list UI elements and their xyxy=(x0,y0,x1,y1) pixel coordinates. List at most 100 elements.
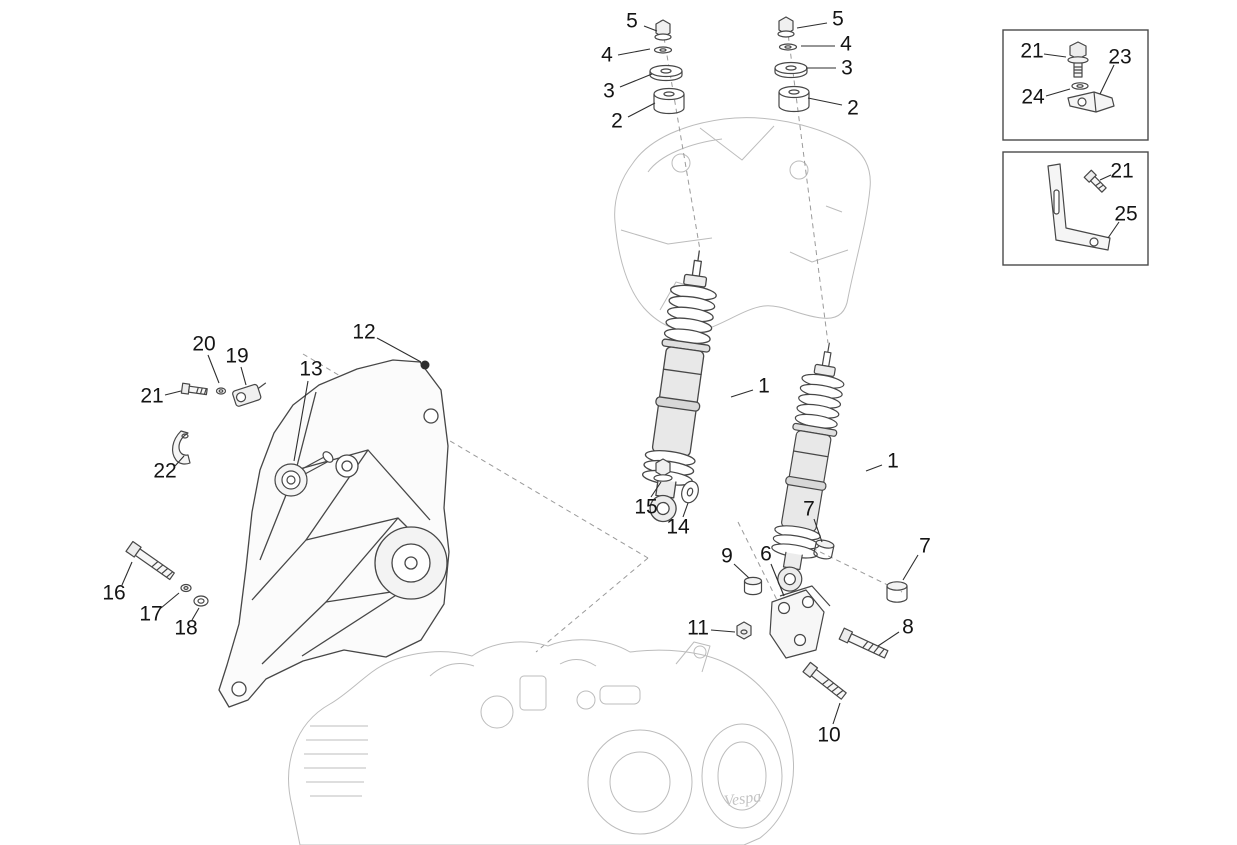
callout-21[interactable]: 21 xyxy=(140,384,164,408)
speed-sensor-icon xyxy=(232,382,267,407)
leader-line xyxy=(617,48,651,56)
callout-3[interactable]: 3 xyxy=(603,79,615,103)
callout-8[interactable]: 8 xyxy=(902,615,914,639)
leader-line xyxy=(902,554,919,581)
washer-icon xyxy=(1071,82,1089,90)
bolt-icon xyxy=(802,661,847,700)
leader-line xyxy=(865,464,883,472)
lower-link-assembly xyxy=(736,539,908,700)
callout-13[interactable]: 13 xyxy=(299,357,323,381)
link-bracket-icon xyxy=(769,585,831,659)
callout-23[interactable]: 23 xyxy=(1108,45,1132,69)
sensor-and-fasteners xyxy=(180,382,267,407)
washer-icon xyxy=(653,46,673,54)
cup-washer-icon xyxy=(649,64,683,82)
washer-icon xyxy=(681,480,699,504)
callout-21[interactable]: 21 xyxy=(1110,159,1134,183)
shock-nut-washer xyxy=(653,458,699,504)
leader-line xyxy=(643,25,658,32)
callout-17[interactable]: 17 xyxy=(139,602,163,626)
leader-line xyxy=(807,97,843,106)
callout-11[interactable]: 11 xyxy=(687,616,709,640)
callout-2[interactable]: 2 xyxy=(847,96,859,120)
callout-3[interactable]: 3 xyxy=(841,56,853,80)
callout-7[interactable]: 7 xyxy=(919,534,931,558)
bolt-icon xyxy=(838,627,889,659)
leader-line xyxy=(293,380,309,462)
callout-15[interactable]: 15 xyxy=(634,495,658,519)
leader-line xyxy=(191,607,200,621)
leader-line xyxy=(627,102,656,118)
leader-line xyxy=(813,518,823,543)
leader-line xyxy=(770,563,785,597)
pivot-bolt-and-washers xyxy=(125,540,209,607)
flanged-nut-icon xyxy=(653,458,673,482)
engine-ghost: Vespa xyxy=(288,639,795,845)
callout-4[interactable]: 4 xyxy=(601,43,613,67)
leader-line xyxy=(730,389,754,398)
cable-clamp xyxy=(171,430,191,465)
clamp-kit-box xyxy=(1002,29,1149,141)
upper-mount-hardware-right xyxy=(774,16,810,113)
clamp-plate-icon xyxy=(1067,91,1115,113)
bolt-icon xyxy=(1083,169,1107,193)
inset-bracket-kit xyxy=(1047,163,1111,251)
leader-line xyxy=(164,390,182,396)
nut-icon xyxy=(654,19,672,41)
engine-logo-text: Vespa xyxy=(723,788,762,810)
bolt-icon xyxy=(180,382,208,396)
callout-1[interactable]: 1 xyxy=(887,449,899,473)
callout-20[interactable]: 20 xyxy=(192,332,216,356)
rubber-bushing-icon xyxy=(653,87,685,115)
callout-14[interactable]: 14 xyxy=(666,515,690,539)
callout-9[interactable]: 9 xyxy=(721,544,733,568)
leader-line xyxy=(376,337,422,363)
callout-5[interactable]: 5 xyxy=(832,7,844,31)
callout-4[interactable]: 4 xyxy=(840,32,852,56)
leader-line xyxy=(650,481,662,498)
washer-icon xyxy=(215,387,227,395)
washer-icon xyxy=(778,43,798,51)
washer-icon xyxy=(193,595,209,607)
nut-icon xyxy=(736,621,752,640)
callout-12[interactable]: 12 xyxy=(352,320,376,344)
callout-1[interactable]: 1 xyxy=(758,374,770,398)
cup-washer-icon xyxy=(774,61,808,79)
leader-line xyxy=(619,73,653,88)
inset-clamp-kit xyxy=(1067,41,1115,113)
leader-line xyxy=(160,592,180,609)
callout-6[interactable]: 6 xyxy=(760,542,772,566)
callout-16[interactable]: 16 xyxy=(102,581,126,605)
leader-line xyxy=(710,629,736,633)
leader-line xyxy=(1107,221,1120,239)
leader-dot xyxy=(420,360,430,370)
bushing-icon xyxy=(886,581,908,603)
leader-line xyxy=(832,702,841,725)
leader-line xyxy=(1045,88,1071,97)
leader-line xyxy=(1043,53,1067,58)
leader-line xyxy=(682,502,689,518)
callout-19[interactable]: 19 xyxy=(225,344,249,368)
callout-5[interactable]: 5 xyxy=(626,9,638,33)
callout-10[interactable]: 10 xyxy=(817,723,841,747)
callout-18[interactable]: 18 xyxy=(174,616,198,640)
leader-line xyxy=(1099,174,1112,181)
washer-icon xyxy=(180,583,192,593)
leader-line xyxy=(121,561,133,586)
bushing-icon xyxy=(813,539,835,560)
nut-icon xyxy=(777,16,795,38)
leader-line xyxy=(733,563,750,579)
leader-line xyxy=(796,22,828,29)
callout-7[interactable]: 7 xyxy=(803,497,815,521)
support-bracket xyxy=(218,359,450,708)
callout-2[interactable]: 2 xyxy=(611,109,623,133)
leader-line xyxy=(207,354,220,384)
callout-25[interactable]: 25 xyxy=(1114,202,1138,226)
callout-21[interactable]: 21 xyxy=(1020,39,1044,63)
callout-22[interactable]: 22 xyxy=(153,459,177,483)
callout-24[interactable]: 24 xyxy=(1021,85,1045,109)
leader-line xyxy=(877,631,900,647)
